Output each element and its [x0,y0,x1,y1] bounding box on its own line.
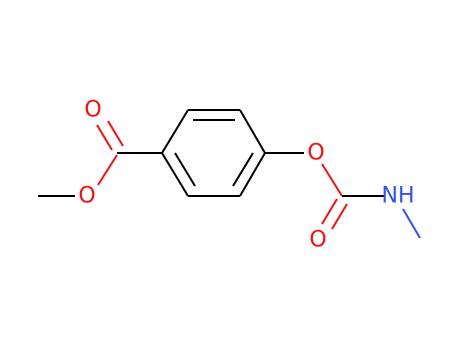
ring-bond-1 [161,109,189,154]
ester-o-label: O [78,184,95,209]
carbamate-carbonyl-o-label: O [309,228,326,253]
ring-inner-bond-right [232,152,254,187]
ring-bond-3 [239,109,266,154]
ring-bond-4 [239,152,266,197]
bond-n-methyl [402,208,421,239]
ring-bond-6 [161,152,189,197]
bond-carbamate-double-b [331,203,348,230]
bond-carbamate-double-a [321,198,338,225]
bond-carbonyl-double-b [107,120,124,147]
amide-nh-label: NH [382,184,415,209]
bond-carbonyl-double-a [96,124,113,151]
bond-ester-o-carbonyl-c [97,154,118,186]
ring-inner-bond-left [174,152,196,187]
carbamate-o-label: O [307,141,324,166]
bond-aryl-o-carbamate-c [321,163,343,197]
ester-carbonyl-o-label: O [84,98,101,123]
